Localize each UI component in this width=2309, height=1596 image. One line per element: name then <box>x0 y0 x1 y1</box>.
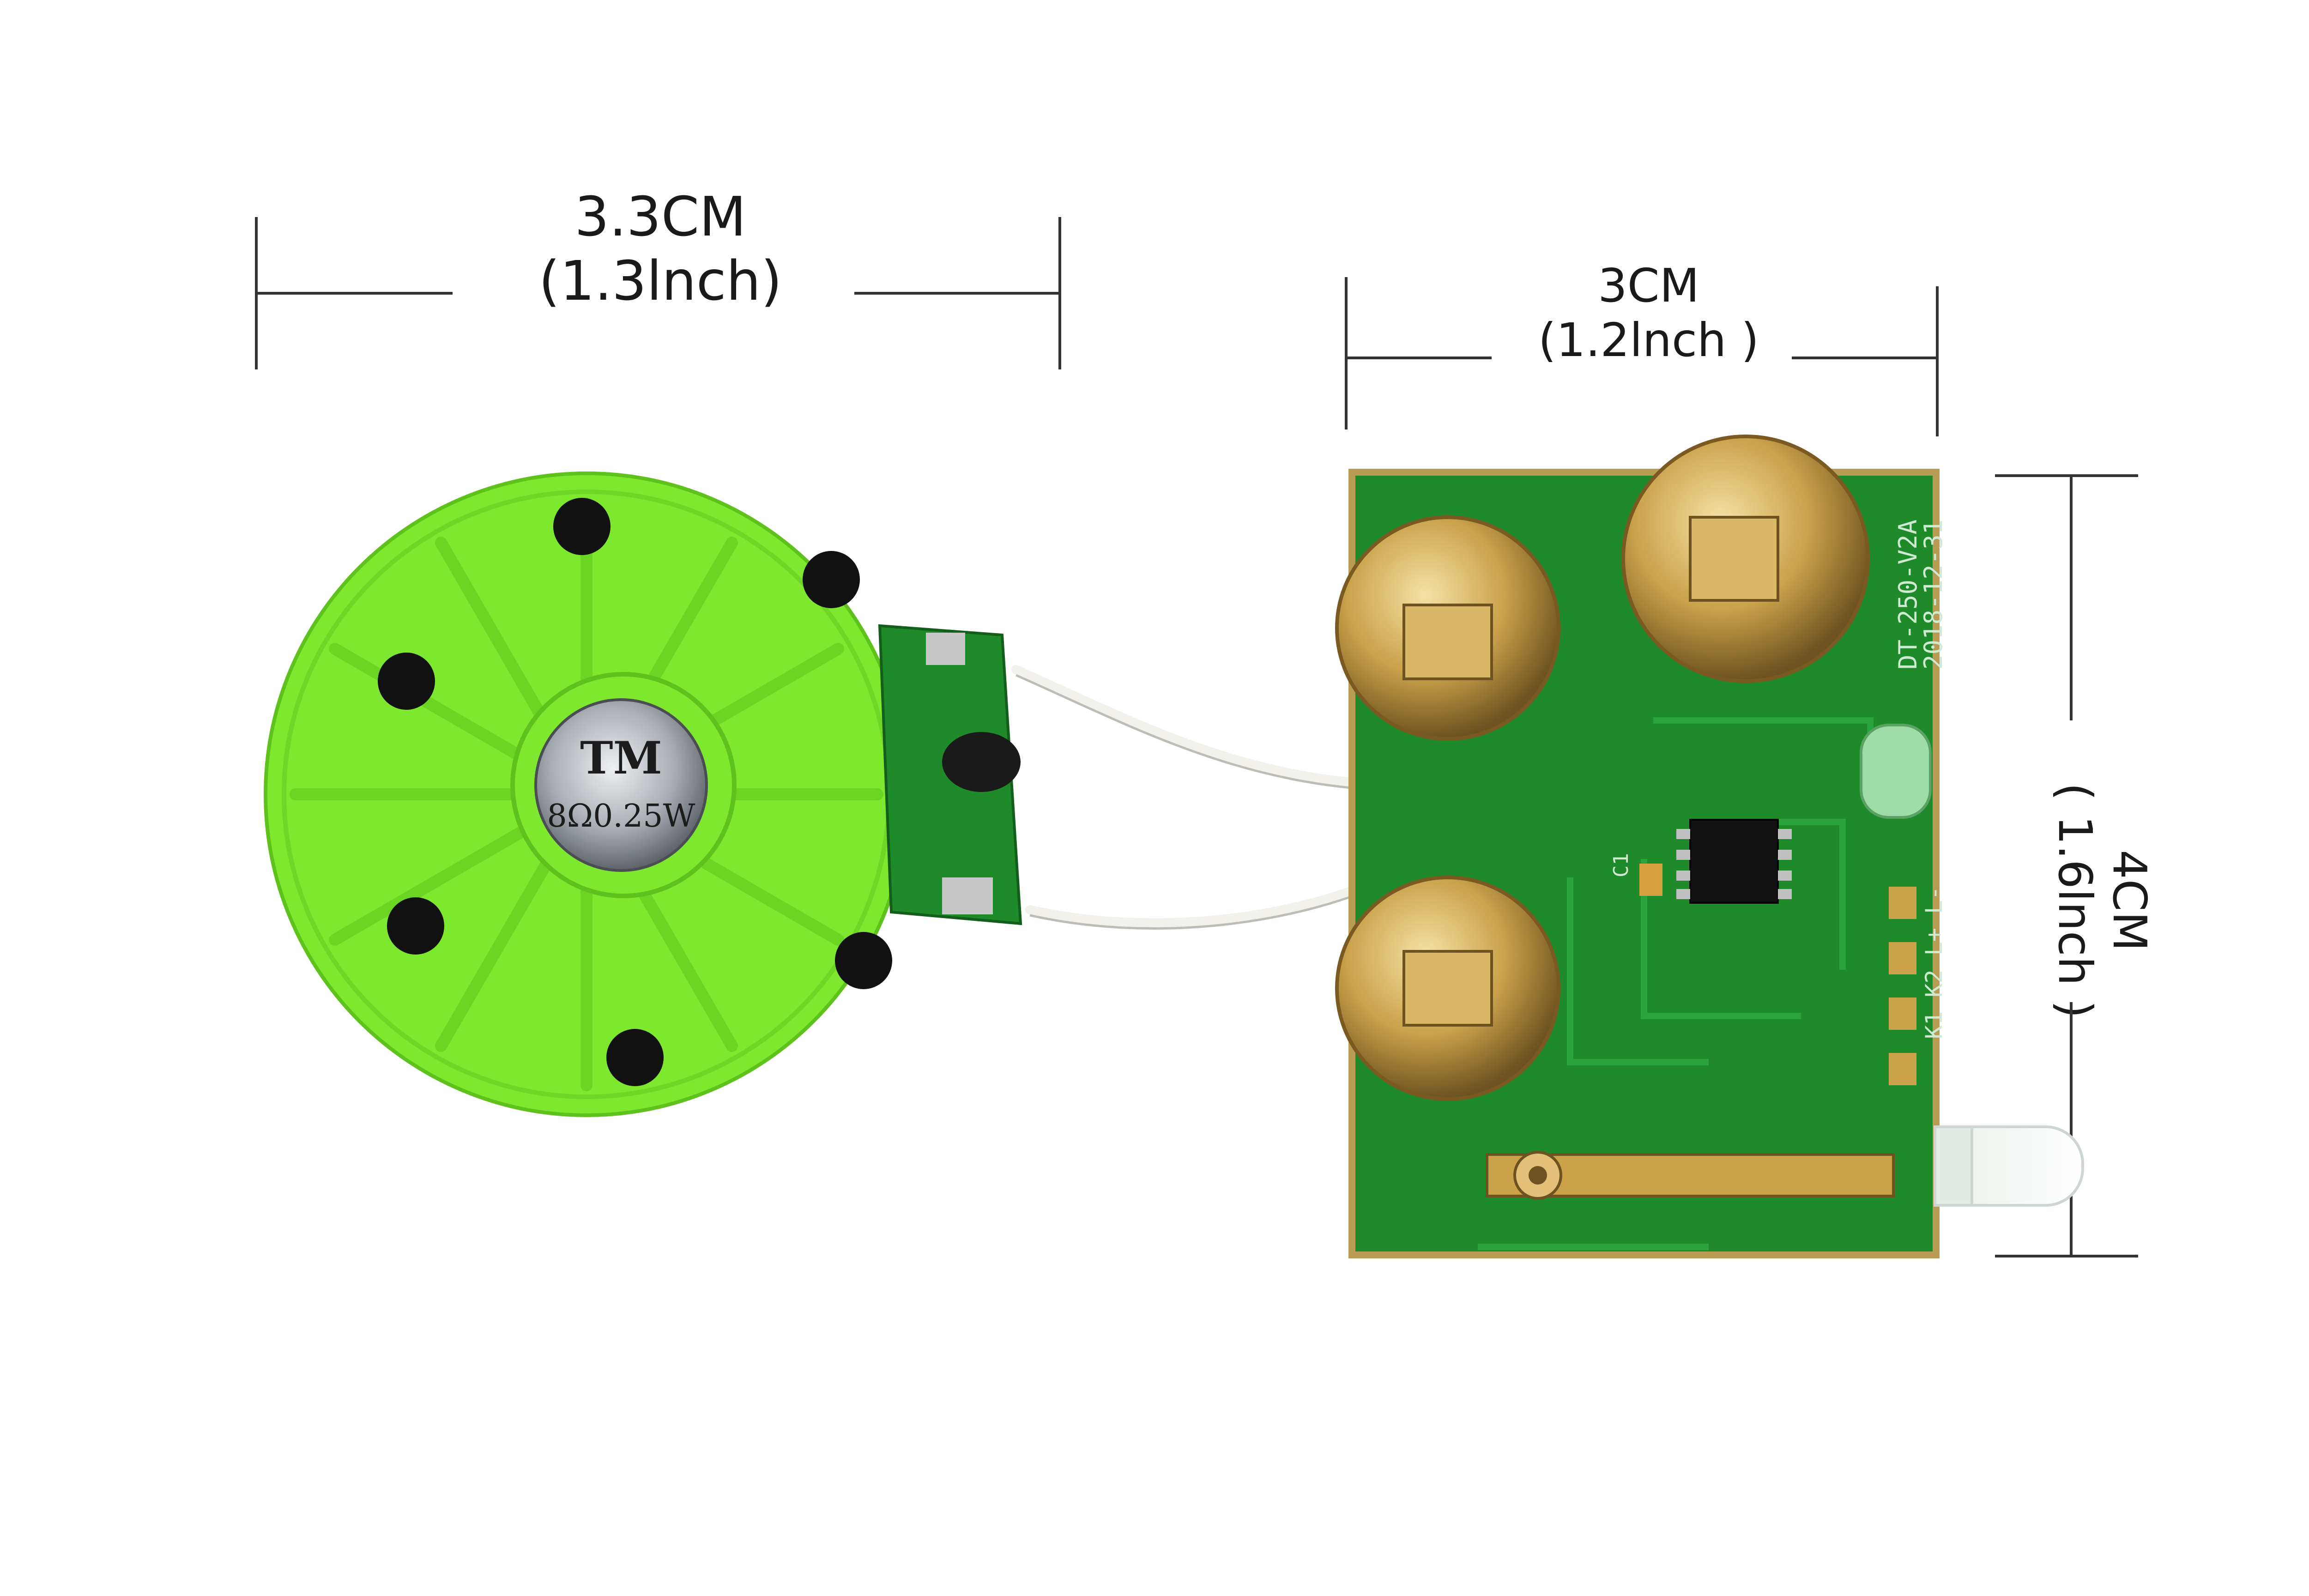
speaker-width-label: 3.3CM (1.3lnch) <box>462 185 859 313</box>
board-width-cm: 3CM <box>1598 259 1699 313</box>
photo-sensor-led <box>1934 1125 2084 1207</box>
board-led <box>1860 724 1932 819</box>
speaker-holes <box>378 498 892 1086</box>
speaker-capacitor <box>942 732 1021 792</box>
speaker-magnet-cap <box>534 698 708 872</box>
speaker-width-inch: (1.3lnch) <box>538 249 782 313</box>
silk-model: DT-250-V2A <box>1893 520 1922 670</box>
silk-pads: K1 K2 L+ L- <box>1921 886 1947 1039</box>
speaker-width-cm: 3.3CM <box>574 185 746 248</box>
board-width-dimension <box>1345 277 1939 436</box>
board-width-label: 3CM (1.2lnch ) <box>1487 259 1810 368</box>
pcb-board: DT-250-V2A 2018-12-31 C1 K1 K2 L+ L- <box>1335 435 1948 1258</box>
capacitor-c1 <box>1639 864 1662 896</box>
board-width-inch: (1.2lnch ) <box>1538 313 1759 367</box>
speaker-rating-text: 8Ω0.25W <box>547 798 695 834</box>
silk-c1: C1 <box>1609 853 1633 877</box>
speaker-brand-text: TM <box>580 732 662 784</box>
ic-chip <box>1689 819 1779 904</box>
speaker: TM 8Ω0.25W <box>264 472 1022 1117</box>
speaker-width-dimension <box>255 217 1061 369</box>
board-height-dimension <box>1995 474 2138 1257</box>
silk-date: 2018-12-31 <box>1919 520 1948 670</box>
